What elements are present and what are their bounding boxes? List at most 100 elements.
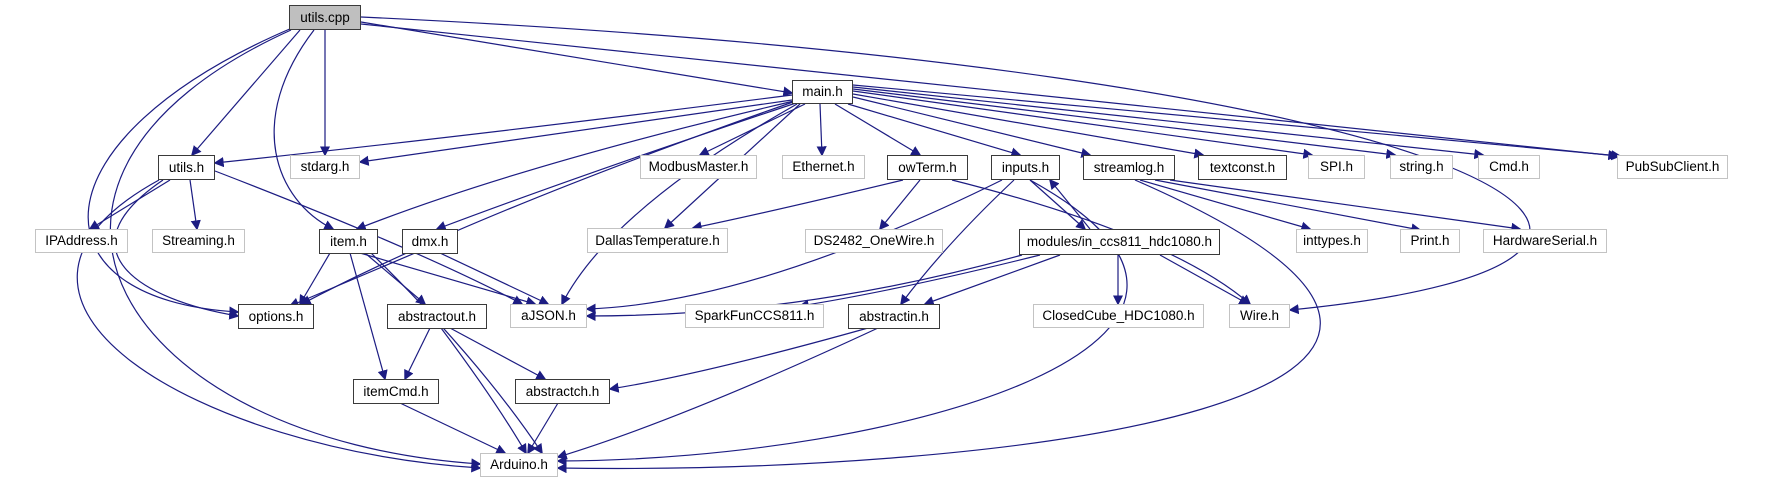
node-utils_cpp[interactable]: utils.cpp	[289, 5, 361, 30]
node-label: HardwareSerial.h	[1492, 233, 1598, 249]
node-Wire_h: Wire.h	[1229, 304, 1290, 328]
edge-main_h-to-inputs_h	[847, 103, 1022, 158]
node-utils_h[interactable]: utils.h	[158, 155, 215, 180]
edge-main_h-to-SPI_h	[852, 90, 1314, 159]
node-label: PubSubClient.h	[1625, 159, 1720, 175]
node-ClosedCube_HDC1080_h: ClosedCube_HDC1080.h	[1033, 304, 1204, 328]
node-label: SparkFunCCS811.h	[694, 308, 815, 324]
edge-utils_cpp-to-options_h	[87, 27, 293, 317]
node-label: DallasTemperature.h	[595, 232, 720, 248]
node-main_h[interactable]: main.h	[792, 80, 853, 104]
node-abstractout_h[interactable]: abstractout.h	[387, 304, 487, 329]
node-Ethernet_h: Ethernet.h	[782, 155, 865, 179]
node-label: SPI.h	[1319, 159, 1354, 175]
edge-streamlog_h-to-inttypes_h	[1139, 179, 1312, 232]
node-label: abstractout.h	[397, 308, 477, 324]
node-label: abstractin.h	[859, 308, 929, 324]
node-options_h[interactable]: options.h	[238, 304, 314, 329]
node-string_h: string.h	[1390, 155, 1453, 179]
node-label: Arduino.h	[490, 457, 548, 473]
node-Cmd_h: Cmd.h	[1478, 155, 1540, 179]
node-label: Wire.h	[1239, 308, 1279, 324]
edge-abstractout_h-to-abstractch_h	[449, 327, 547, 380]
node-dmx_h[interactable]: dmx.h	[402, 229, 458, 254]
edge-main_h-to-ModbusMaster_h	[698, 103, 806, 156]
node-aJSON_h: aJSON.h	[510, 304, 587, 328]
edge-owTerm_h-to-DS2482_OneWire_h	[879, 179, 921, 231]
node-label: textconst.h	[1209, 159, 1276, 175]
edge-abstractch_h-to-Arduino_h	[527, 402, 559, 455]
edge-main_h-to-item_h	[355, 100, 795, 231]
edge-main_h-to-owTerm_h	[834, 103, 922, 156]
edge-main_h-to-textconst_h	[852, 93, 1205, 159]
node-label: inputs.h	[1001, 159, 1050, 175]
edge-abstractout_h-to-Arduino_h	[440, 327, 527, 455]
edge-inputs_h-to-aJSON_h	[585, 179, 1003, 314]
node-Print_h: Print.h	[1400, 229, 1460, 253]
node-label: utils.h	[168, 159, 205, 175]
node-abstractch_h[interactable]: abstractch.h	[515, 379, 610, 404]
node-label: item.h	[330, 233, 367, 249]
edge-dmx_h-to-aJSON_h	[439, 252, 550, 305]
edge-main_h-to-string_h	[852, 88, 1397, 160]
node-label: aJSON.h	[521, 308, 576, 324]
edge-utils_h-to-Streaming_h	[189, 179, 201, 231]
edge-modules_in_ccs811_hdc1080_h-to-aJSON_h	[585, 254, 1023, 322]
edge-main_h-to-streamlog_h	[852, 96, 1092, 158]
node-label: modules/in_ccs811_hdc1080.h	[1026, 234, 1213, 250]
node-label: stdarg.h	[300, 159, 350, 175]
node-itemCmd_h[interactable]: itemCmd.h	[353, 379, 439, 404]
node-stdarg_h: stdarg.h	[290, 155, 360, 179]
node-modules_in_ccs811_hdc1080_h[interactable]: modules/in_ccs811_hdc1080.h	[1019, 229, 1220, 255]
edge-utils_h-to-options_h	[114, 179, 240, 320]
edge-item_h-to-Arduino_h	[370, 252, 543, 455]
node-label: itemCmd.h	[363, 383, 429, 399]
edge-abstractin_h-to-Arduino_h	[556, 327, 879, 460]
edge-utils_cpp-to-PubSubClient_h	[360, 23, 1619, 161]
edge-dmx_h-to-options_h	[288, 252, 416, 308]
node-label: Streaming.h	[162, 233, 235, 249]
node-textconst_h[interactable]: textconst.h	[1198, 155, 1287, 180]
edge-item_h-to-abstractout_h	[364, 252, 427, 305]
node-label: main.h	[802, 84, 843, 100]
node-inttypes_h: inttypes.h	[1296, 229, 1368, 253]
edge-utils_cpp-to-item_h	[273, 29, 335, 230]
edge-main_h-to-options_h	[300, 101, 794, 305]
node-IPAddress_h: IPAddress.h	[35, 229, 128, 253]
node-ModbusMaster_h: ModbusMaster.h	[640, 155, 757, 179]
edge-utils_cpp-to-main_h	[360, 21, 794, 97]
node-label: ClosedCube_HDC1080.h	[1042, 308, 1195, 324]
node-PubSubClient_h: PubSubClient.h	[1617, 155, 1728, 179]
edge-utils_h-to-aJSON_h	[214, 170, 524, 305]
edge-streamlog_h-to-Arduino_h	[556, 179, 1321, 474]
node-item_h[interactable]: item.h	[319, 229, 378, 254]
edge-item_h-to-options_h	[299, 252, 331, 306]
edge-main_h-to-stdarg_h	[358, 99, 793, 166]
edge-main_h-to-PubSubClient_h	[852, 84, 1622, 161]
node-label: utils.cpp	[300, 9, 350, 25]
edge-itemCmd_h-to-Arduino_h	[399, 402, 507, 454]
node-DS2482_OneWire_h: DS2482_OneWire.h	[805, 229, 943, 253]
edge-owTerm_h-to-DallasTemperature_h	[691, 179, 904, 232]
node-label: abstractch.h	[525, 383, 600, 399]
node-HardwareSerial_h: HardwareSerial.h	[1483, 229, 1607, 253]
node-label: IPAddress.h	[45, 233, 118, 249]
edge-inputs_h-to-modules_in_ccs811_hdc1080_h	[1029, 179, 1087, 231]
edge-inputs_h-to-abstractin_h	[900, 179, 1015, 306]
node-label: Print.h	[1410, 233, 1450, 249]
edge-item_h-to-aJSON_h	[359, 252, 537, 307]
node-owTerm_h[interactable]: owTerm.h	[887, 155, 968, 180]
node-abstractin_h[interactable]: abstractin.h	[848, 304, 940, 329]
node-SparkFunCCS811_h: SparkFunCCS811.h	[685, 304, 824, 328]
edge-streamlog_h-to-HardwareSerial_h	[1169, 179, 1522, 233]
node-inputs_h[interactable]: inputs.h	[991, 155, 1060, 180]
edge-utils_cpp-to-Arduino_h	[110, 29, 482, 469]
edge-utils_cpp-to-utils_h	[190, 29, 301, 157]
edge-main_h-to-Ethernet_h	[816, 103, 827, 157]
node-streamlog_h[interactable]: streamlog.h	[1083, 155, 1175, 180]
node-label: dmx.h	[411, 233, 449, 249]
node-label: Ethernet.h	[792, 159, 855, 175]
node-SPI_h: SPI.h	[1308, 155, 1365, 179]
